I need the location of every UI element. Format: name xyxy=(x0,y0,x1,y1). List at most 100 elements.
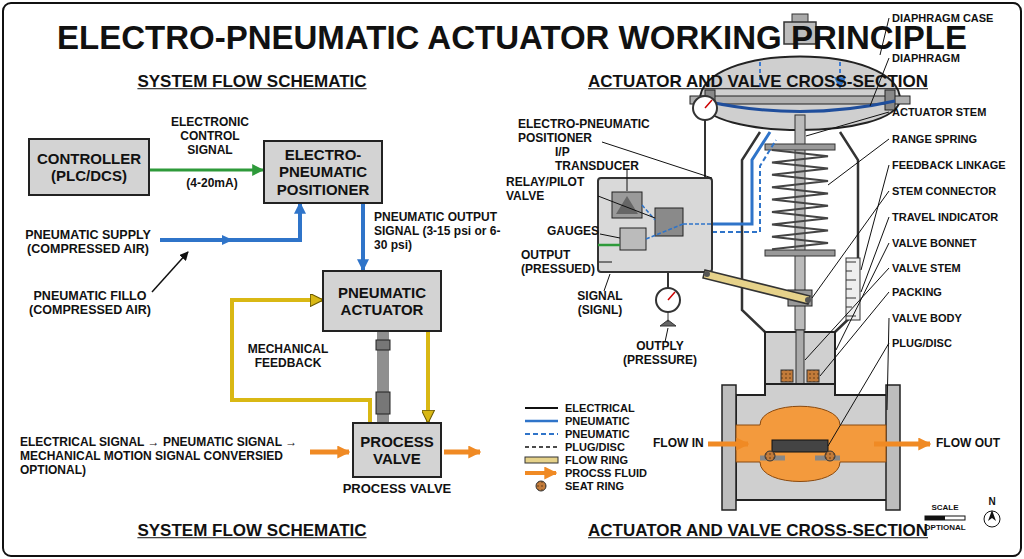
part-label: FLOW OUT xyxy=(936,437,1008,451)
part-label: ACTUATOR STEM xyxy=(892,106,1020,119)
legend-samples xyxy=(525,446,558,448)
stem-coupling xyxy=(376,392,390,414)
box-text: PROCESS VALVE xyxy=(358,433,436,468)
leader-lines xyxy=(861,217,889,292)
legend-samples xyxy=(525,471,556,475)
leader-lines xyxy=(812,191,889,298)
diaphragm-case xyxy=(690,96,910,104)
section-heading: SYSTEM FLOW SCHEMATIC xyxy=(52,521,452,541)
part-label: TRAVEL INDICATOR xyxy=(892,211,1020,224)
stem-coupling xyxy=(376,340,390,414)
legend-samples xyxy=(525,420,558,423)
range-spring xyxy=(772,150,828,249)
travel-scale xyxy=(846,271,852,272)
signal-range: (4-20mA) xyxy=(167,177,257,191)
positioner-housing xyxy=(712,132,770,224)
legend-text: PNEUMATIC xyxy=(565,428,675,441)
connector-label: MECHANICAL FEEDBACK xyxy=(238,343,338,371)
part-label: DIAPHRAGM CASE xyxy=(892,12,1020,25)
valve-body xyxy=(874,442,930,447)
positioner-housing xyxy=(704,120,706,178)
part-label: I/P TRANSDUCER xyxy=(555,146,653,174)
travel-scale xyxy=(846,280,856,281)
part-label: SCALE xyxy=(923,503,967,512)
leader-lines xyxy=(828,343,889,446)
positioner-housing xyxy=(693,96,717,120)
leader-lines xyxy=(828,139,889,185)
part-label: PLUG/DISC xyxy=(892,337,1020,350)
valve-body xyxy=(886,385,900,510)
leader-lines xyxy=(887,318,889,410)
signal-arrow xyxy=(150,169,263,172)
part-label: FEEDBACK LINKAGE xyxy=(892,159,1020,172)
travel-scale xyxy=(846,262,856,263)
positioner-housing xyxy=(598,178,712,272)
travel-scale xyxy=(846,298,856,299)
actuator-box: PNEUMATIC ACTUATOR xyxy=(322,270,442,332)
legend-text: SEAT RING xyxy=(565,480,675,493)
part-label: PACKING xyxy=(892,286,1020,299)
legend-text: PLUG/DISC xyxy=(565,441,675,454)
valve-box: PROCESS VALVEPROCESS VALVE xyxy=(352,422,442,478)
part-label: ELECTRICAL SIGNAL → PNEUMATIC SIGNAL → M… xyxy=(20,436,306,477)
part-label: VALVE BONNET xyxy=(892,237,1020,250)
part-label: SIGNAL (SIGNL) xyxy=(568,290,632,318)
stem-link xyxy=(377,332,389,422)
legend-text: FLOW RING xyxy=(565,454,675,467)
part-label: PNEUMATIC SUPPLY (COMPRESSED AIR) xyxy=(18,228,158,257)
positioner-box: ELECTRO-PNEUMATIC POSITIONER xyxy=(263,140,383,204)
legend-text: ELECTRICAL xyxy=(565,402,675,415)
positioner-housing xyxy=(656,288,680,312)
controller-box: CONTROLLER (PLC/DCS) xyxy=(28,138,150,196)
motion-arrow xyxy=(426,332,430,422)
leader-lines xyxy=(820,292,889,376)
section-heading: ACTUATOR AND VALVE CROSS-SECTION xyxy=(528,521,988,541)
range-spring xyxy=(772,150,828,249)
part-label: STEM CONNECTOR xyxy=(892,185,1020,198)
section-heading: ACTUATOR AND VALVE CROSS-SECTION xyxy=(528,72,988,92)
leader-lines xyxy=(598,196,655,218)
legend-text: PROCSS FLUID xyxy=(565,467,675,480)
valve-body xyxy=(807,370,819,382)
box-caption: PROCESS VALVE xyxy=(343,482,452,497)
legend-text: PNEUMATIC xyxy=(565,415,675,428)
positioner-housing xyxy=(616,196,638,214)
part-label: VALVE BODY xyxy=(892,312,1020,325)
connector-label: ELECTRONIC CONTROL SIGNAL xyxy=(162,116,258,157)
part-label: OUTPUT (PRESSUED) xyxy=(521,249,599,277)
positioner-housing xyxy=(805,297,811,303)
positioner-housing xyxy=(660,312,676,326)
travel-scale xyxy=(846,316,856,317)
valve-body xyxy=(708,442,748,447)
diaphragm-case xyxy=(705,101,895,112)
part-label: FLOW IN xyxy=(653,437,707,451)
part-label: GAUGES xyxy=(547,225,601,239)
positioner-housing xyxy=(598,244,620,247)
positioner-housing xyxy=(712,140,776,232)
valve-body xyxy=(765,451,775,461)
part-label: RELAY/PILOT VALVE xyxy=(506,176,598,204)
actuator-yoke xyxy=(765,250,835,256)
scale-compass xyxy=(984,511,1000,527)
legend-samples xyxy=(525,408,558,491)
leader-lines xyxy=(599,262,612,263)
valve-body xyxy=(736,384,887,500)
valve-body xyxy=(708,330,930,510)
actuator-yoke xyxy=(765,144,835,150)
part-label: DIAPHRAGM xyxy=(892,52,1020,65)
valve-body xyxy=(722,385,736,510)
positioner-housing xyxy=(668,292,675,300)
travel-scale xyxy=(846,307,852,308)
schematic-wires xyxy=(222,235,233,245)
part-label: ELECTRO-PNEUMATIC POSITIONER xyxy=(518,118,668,146)
legend-samples xyxy=(525,433,558,435)
positioner-housing xyxy=(667,272,669,288)
schematic-wires xyxy=(310,450,349,455)
schematic-wires xyxy=(152,252,188,292)
positioner-housing xyxy=(642,205,712,239)
valve-body xyxy=(736,406,886,481)
box-text: CONTROLLER (PLC/DCS) xyxy=(34,150,144,185)
positioner-housing xyxy=(612,192,642,218)
leader-lines xyxy=(604,274,610,291)
